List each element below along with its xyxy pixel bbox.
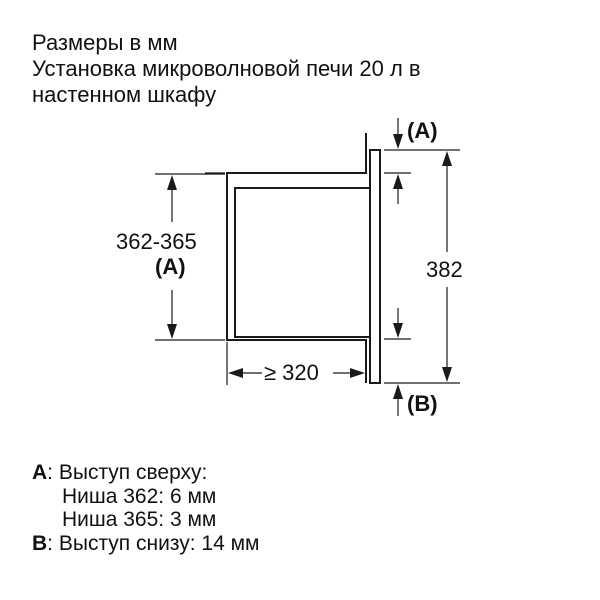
title-line-1: Размеры в мм	[32, 30, 178, 55]
legend-b: B: Выступ снизу: 14 мм	[32, 532, 259, 556]
legend: A: Выступ сверху: Ниша 362: 6 мм Ниша 36…	[32, 461, 259, 555]
bottom-marker-label: (B)	[407, 391, 438, 416]
legend-a-key: A	[32, 461, 48, 484]
oven-body	[234, 187, 370, 338]
title-line-2: Установка микроволновой печи 20 л в	[32, 56, 421, 81]
legend-a: A: Выступ сверху:	[32, 461, 259, 485]
title-line-3: настенном шкафу	[32, 82, 217, 107]
legend-a-sub-1: Ниша 362: 6 мм	[62, 484, 217, 508]
niche-height-label: 362-365	[116, 229, 197, 254]
depth-dimension	[228, 368, 365, 378]
depth-label: ≥ 320	[264, 360, 319, 385]
top-marker-label: (A)	[407, 118, 438, 143]
niche-height-dimension	[155, 173, 225, 341]
height-label: 382	[426, 257, 463, 282]
cabinet-outline	[205, 133, 367, 385]
legend-a-sub-2: Ниша 365: 3 мм	[62, 508, 217, 531]
legend-b-key: B	[32, 531, 48, 555]
legend-b-text: : Выступ снизу: 14 мм	[47, 531, 260, 555]
page-title: Размеры в мм Установка микроволновой печ…	[32, 30, 421, 108]
niche-height-ref-label: (A)	[155, 254, 186, 279]
height-dimension	[384, 118, 460, 416]
oven-front-panel	[369, 149, 381, 384]
legend-a-text: : Выступ сверху:	[47, 461, 208, 484]
